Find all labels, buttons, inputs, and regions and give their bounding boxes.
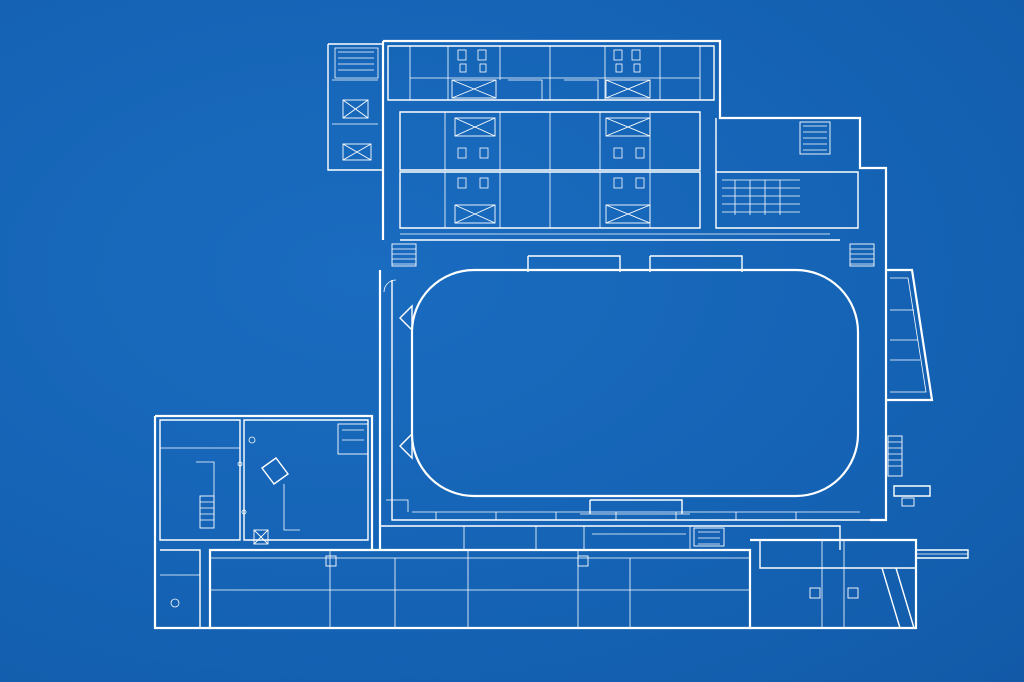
west-building — [153, 414, 374, 630]
ice-rink — [410, 268, 860, 498]
north-wing — [327, 39, 888, 270]
south-band — [208, 525, 841, 630]
southeast-wing — [750, 538, 969, 630]
arena-hall — [378, 255, 903, 550]
east-annex — [886, 268, 934, 507]
